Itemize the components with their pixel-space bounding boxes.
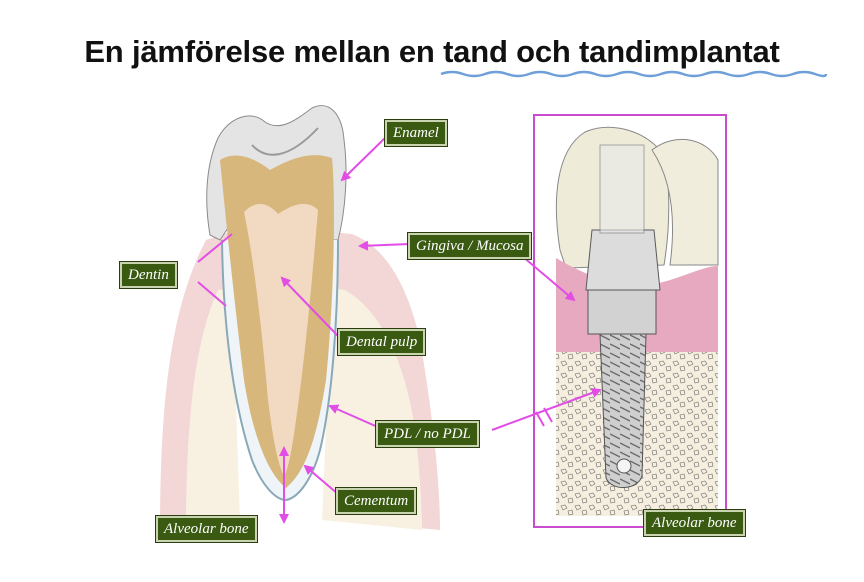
- label-alveolar-bone-right: Alveolar bone: [644, 510, 745, 536]
- title-prefix: En jämförelse mellan en: [84, 34, 444, 69]
- arrow-dentin-a: [197, 233, 233, 263]
- title-underline: [440, 70, 828, 78]
- pulp-shape: [244, 203, 318, 476]
- arrow-gingiva-right: [521, 255, 576, 302]
- adjacent-crown: [651, 138, 719, 266]
- abutment: [585, 229, 661, 291]
- label-gingiva-mucosa: Gingiva / Mucosa: [408, 233, 532, 259]
- title-underlined: tand och tandimplantat: [443, 34, 780, 69]
- implant-illustration: [533, 114, 727, 528]
- label-enamel: Enamel: [385, 120, 447, 146]
- arrow-cementum: [303, 464, 339, 495]
- arrow-dentin-b: [197, 281, 227, 307]
- arrow-enamel: [340, 137, 386, 182]
- left-arrows: [197, 137, 411, 524]
- no-pdl-tick-2: [543, 407, 553, 423]
- label-dental-pulp: Dental pulp: [338, 329, 426, 355]
- label-alveolar-bone-left: Alveolar bone: [156, 516, 257, 542]
- alveolar-bone-shape: [186, 288, 240, 530]
- slide-title: En jämförelse mellan en tand och tandimp…: [0, 34, 864, 70]
- no-pdl-tick-1: [535, 411, 545, 427]
- label-cementum: Cementum: [336, 488, 417, 514]
- implant-collar: [587, 289, 657, 335]
- right-arrows: [491, 255, 602, 431]
- label-pdl: PDL / no PDL: [376, 421, 479, 447]
- label-dentin: Dentin: [120, 262, 177, 288]
- arrow-pulp: [280, 276, 339, 337]
- arrow-gingiva-left: [358, 240, 411, 251]
- arrow-pdl-left: [328, 404, 381, 429]
- natural-tooth-illustration: [160, 105, 440, 530]
- implant-body: [599, 333, 647, 488]
